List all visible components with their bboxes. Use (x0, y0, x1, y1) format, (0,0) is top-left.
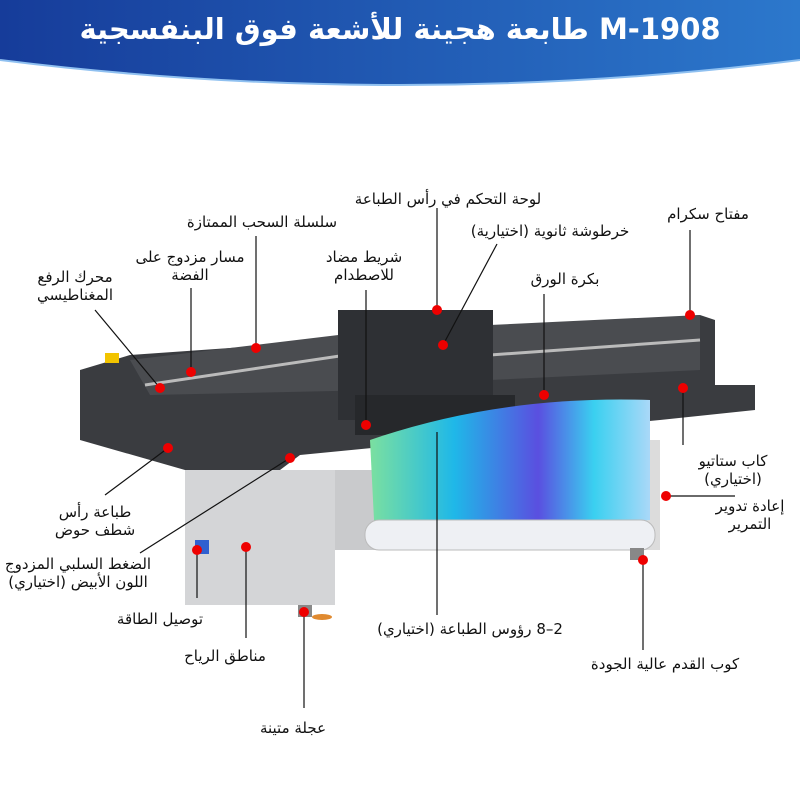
label-wind-zones: مناطق الرياح (184, 647, 266, 665)
label-maglev-motor: محرك الرفع المغناطيسي (36, 268, 114, 304)
label-negative-pressure: الضغط السلبي المزدوج اللون الأبيض (اختيا… (4, 555, 152, 591)
title-banner (0, 0, 800, 86)
label-static-bar: كاب ستاتيو (اختياري) (698, 452, 768, 488)
label-wheel: عجلة متينة (259, 719, 327, 737)
label-foot-cup: كوب القدم عالية الجودة (590, 655, 740, 673)
printer-base-left (185, 470, 335, 605)
label-control-panel: لوحة التحكم في رأس الطباعة (354, 190, 542, 208)
label-paper-roller: بكرة الورق (530, 270, 600, 288)
label-power: توصيل الطاقة (116, 610, 204, 628)
label-drag-chain: سلسلة السحب الممتازة (186, 213, 338, 231)
marker-dots (155, 305, 695, 617)
page-title: M-1908 طابعة هجينة للأشعة فوق البنفسجية (79, 12, 721, 46)
printed-media (370, 399, 650, 540)
label-head-flush: طباعة رأس شطف حوض (54, 503, 136, 539)
media-roll (364, 519, 656, 551)
label-print-heads: 2–8 رؤوس الطباعة (اختياري) (377, 620, 563, 638)
label-anti-collision: شريط مضاد للاصطدام (325, 248, 403, 284)
label-secondary-cartridge: خرطوشة ثانوية (اختيارية) (470, 222, 630, 240)
label-dual-rail: مسار مزدوج على الفضة (135, 248, 245, 284)
label-rewind: إعادة تدوير التمرير (715, 497, 785, 533)
label-scram-switch: مفتاح سكرام (667, 205, 749, 223)
